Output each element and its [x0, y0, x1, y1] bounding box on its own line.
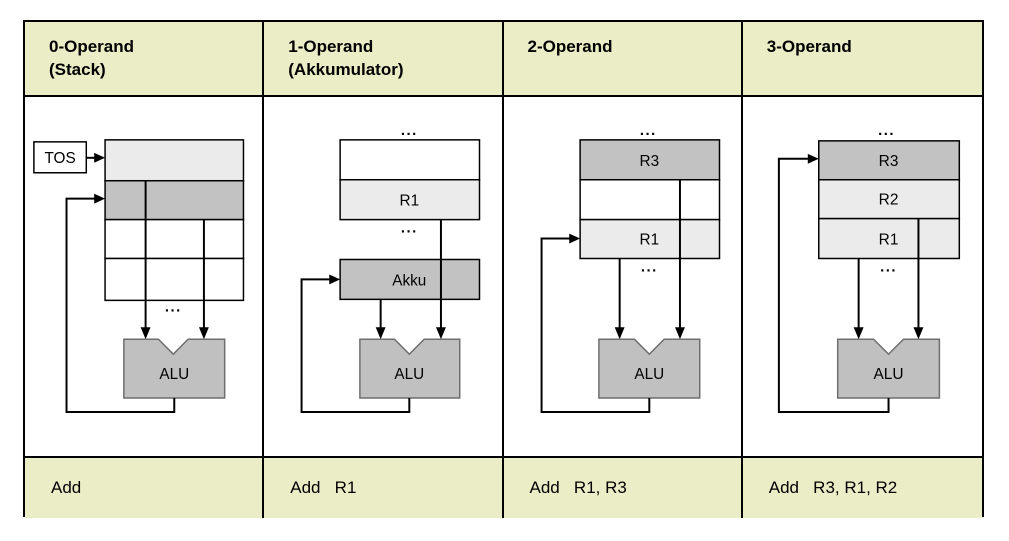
result-feedback-wire	[300, 278, 411, 414]
stack-cell-third	[104, 218, 245, 260]
arrowhead-down-right-icon	[913, 327, 924, 340]
accumulator-machine-diagram: ... R1 ... Akku ALU	[300, 123, 481, 414]
header-0-operand-line2: (Stack)	[49, 60, 106, 79]
result-feedback-wire	[65, 197, 176, 414]
header-3-operand: 3-Operand	[742, 22, 982, 97]
instruction-3-operand: Add R3, R1, R2	[742, 455, 982, 518]
register-cell-r1	[339, 178, 481, 221]
registers-ellipsis-top: ...	[878, 122, 895, 139]
result-feedback-wire	[777, 157, 890, 414]
header-0-operand-line1: 0-Operand	[49, 37, 135, 56]
register-cell-r3	[578, 139, 720, 181]
header-2-operand: 2-Operand	[503, 22, 743, 97]
alu-box	[359, 338, 461, 399]
instruction-0-operand: Add	[25, 455, 265, 518]
arrowhead-down-left-icon	[853, 327, 864, 340]
header-0-operand: 0-Operand (Stack)	[25, 22, 265, 97]
tos-box	[33, 141, 88, 174]
register-r1-label: R1	[639, 231, 659, 248]
registers-ellipsis-top: ...	[639, 123, 656, 139]
feedback-arrowhead-icon	[568, 233, 580, 244]
instruction-text: Add	[51, 477, 82, 497]
instruction-text: Add R3, R1, R2	[768, 477, 898, 497]
stack-cell-top	[104, 139, 245, 182]
isa-table: 0-Operand (Stack) 1-Operand (Akkumulator…	[23, 20, 984, 518]
header-1-operand-line1: 1-Operand	[288, 37, 374, 56]
alu-box	[597, 338, 700, 399]
two-operand-machine-diagram: ... R3 R1 ... ALU	[540, 123, 720, 414]
instruction-2-operand: Add R1, R3	[503, 455, 743, 518]
stack-machine-diagram: TOS ... ALU	[33, 139, 245, 414]
arrowhead-down-right-icon	[198, 327, 209, 340]
arrowhead-down-left-icon	[375, 327, 386, 340]
alu-box	[836, 338, 940, 399]
header-1-operand-line2: (Akkumulator)	[288, 60, 404, 79]
alu-label: ALU	[873, 366, 903, 383]
register-r3-label: R3	[878, 153, 898, 170]
feedback-arrowhead-icon	[94, 193, 106, 204]
alu-label: ALU	[634, 366, 664, 383]
arrowhead-down-right-icon	[436, 327, 447, 340]
arrowhead-down-left-icon	[614, 327, 625, 340]
registers-ellipsis-mid: ...	[640, 259, 657, 275]
registers-ellipsis-mid: ...	[880, 258, 897, 275]
arrowhead-down-right-icon	[674, 327, 685, 340]
tos-arrowhead-icon	[94, 152, 106, 163]
register-r3-label: R3	[639, 153, 659, 170]
alu-label: ALU	[159, 366, 189, 383]
register-cell-r1	[817, 217, 960, 260]
instruction-1-operand: Add R1	[264, 455, 504, 518]
register-cell-blank	[578, 178, 720, 221]
header-2-operand-line1: 2-Operand	[527, 37, 613, 56]
alu-box	[123, 338, 226, 399]
feedback-arrowhead-icon	[329, 274, 341, 285]
three-operand-machine-diagram: ... R3 R2 R1 ... ALU	[777, 122, 960, 414]
register-r1-label: R1	[878, 232, 898, 249]
akku-label: Akku	[393, 272, 427, 289]
alu-label: ALU	[395, 366, 425, 383]
diagram-0-operand-stack: TOS ... ALU	[25, 97, 265, 456]
akku-box	[339, 258, 481, 301]
register-cell-blank	[339, 139, 481, 181]
registers-ellipsis-top: ...	[401, 123, 418, 139]
feedback-arrowhead-icon	[807, 153, 819, 164]
header-1-operand: 1-Operand (Akkumulator)	[264, 22, 504, 97]
register-cell-r3	[817, 140, 960, 181]
stack-cell-second	[104, 179, 245, 221]
tos-label: TOS	[44, 150, 75, 167]
registers-ellipsis-mid: ...	[401, 221, 418, 237]
diagram-1-operand-akkumulator: ... R1 ... Akku ALU	[264, 97, 504, 456]
stack-ellipsis: ...	[165, 299, 182, 315]
arrowhead-down-left-icon	[140, 327, 151, 340]
header-3-operand-line1: 3-Operand	[766, 37, 852, 56]
diagram-2-operand: ... R3 R1 ... ALU	[503, 97, 743, 456]
diagram-3-operand: ... R3 R2 R1 ... ALU	[742, 97, 982, 456]
stack-cell-fourth	[104, 257, 245, 302]
instruction-text: Add R1	[290, 477, 357, 497]
register-r2-label: R2	[878, 192, 898, 209]
register-cell-r1	[578, 218, 720, 260]
result-feedback-wire	[540, 237, 650, 414]
instruction-text: Add R1, R3	[529, 477, 627, 497]
register-r1-label: R1	[400, 193, 420, 210]
register-cell-r2	[817, 178, 960, 220]
